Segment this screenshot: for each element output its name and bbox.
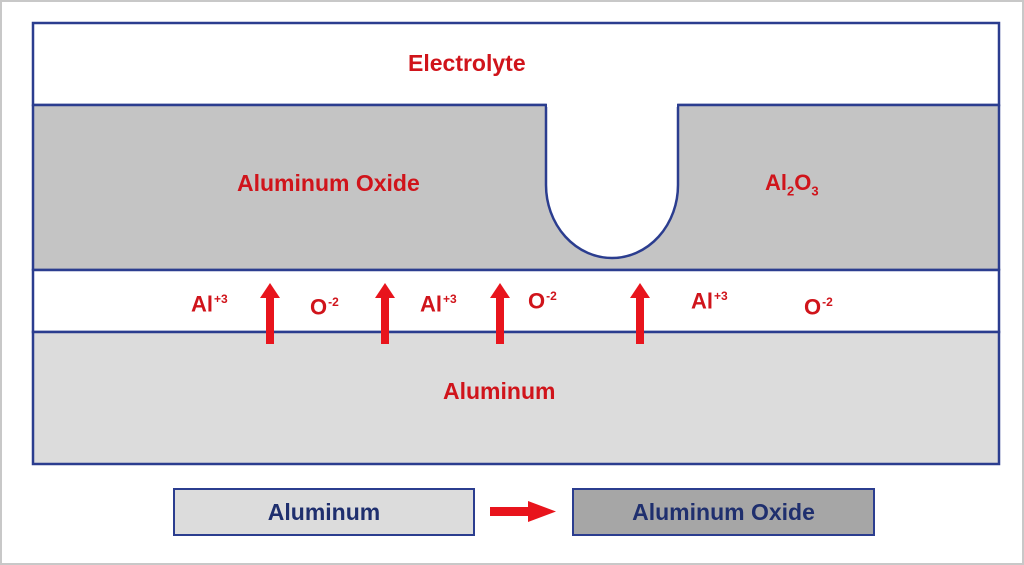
oxide-formula: Al2O3 [765, 170, 819, 199]
electrolyte-layer [31, 21, 1001, 107]
ion-charge: -2 [822, 295, 833, 309]
ion-al-3: Al+3 [691, 290, 728, 312]
ion-charge: +3 [714, 289, 728, 303]
formula-o: O [794, 170, 812, 195]
oxide-layer [31, 103, 1001, 272]
legend-oxide-label: Aluminum Oxide [632, 498, 815, 525]
ion-charge: -2 [328, 295, 339, 309]
ion-symbol: O [528, 288, 546, 314]
aluminum-label: Aluminum [443, 378, 556, 404]
aluminum-layer [31, 330, 1001, 466]
ion-charge: +3 [443, 292, 457, 306]
electrolyte-label: Electrolyte [408, 50, 526, 76]
up-arrow-4 [630, 283, 650, 344]
legend-aluminum-label: Aluminum [267, 498, 381, 525]
ion-al-1: Al+3 [191, 293, 228, 315]
up-arrow-3 [490, 283, 510, 344]
ion-symbol: O [804, 294, 822, 320]
ion-symbol: Al [420, 291, 442, 317]
up-arrow-2 [375, 283, 395, 344]
ion-o-1: O-2 [310, 296, 339, 318]
oxide-label: Aluminum Oxide [237, 170, 420, 196]
ion-arrows [260, 283, 650, 344]
ion-symbol: O [310, 294, 328, 320]
ion-o-2: O-2 [528, 290, 557, 312]
formula-sub-2: 2 [787, 183, 795, 199]
legend-arrow [490, 501, 556, 522]
up-arrow-1 [260, 283, 280, 344]
ion-symbol: Al [191, 291, 213, 317]
ion-o-3: O-2 [804, 296, 833, 318]
ion-charge: +3 [214, 292, 228, 306]
formula-al: Al [765, 170, 787, 195]
ion-symbol: Al [691, 288, 713, 314]
formula-sub-3: 3 [811, 183, 819, 199]
ion-charge: -2 [546, 289, 557, 303]
ion-al-2: Al+3 [420, 293, 457, 315]
legend-oxide-box: Aluminum Oxide [572, 488, 875, 536]
ion-transport-band [31, 268, 1001, 334]
legend-aluminum-box: Aluminum [173, 488, 475, 536]
